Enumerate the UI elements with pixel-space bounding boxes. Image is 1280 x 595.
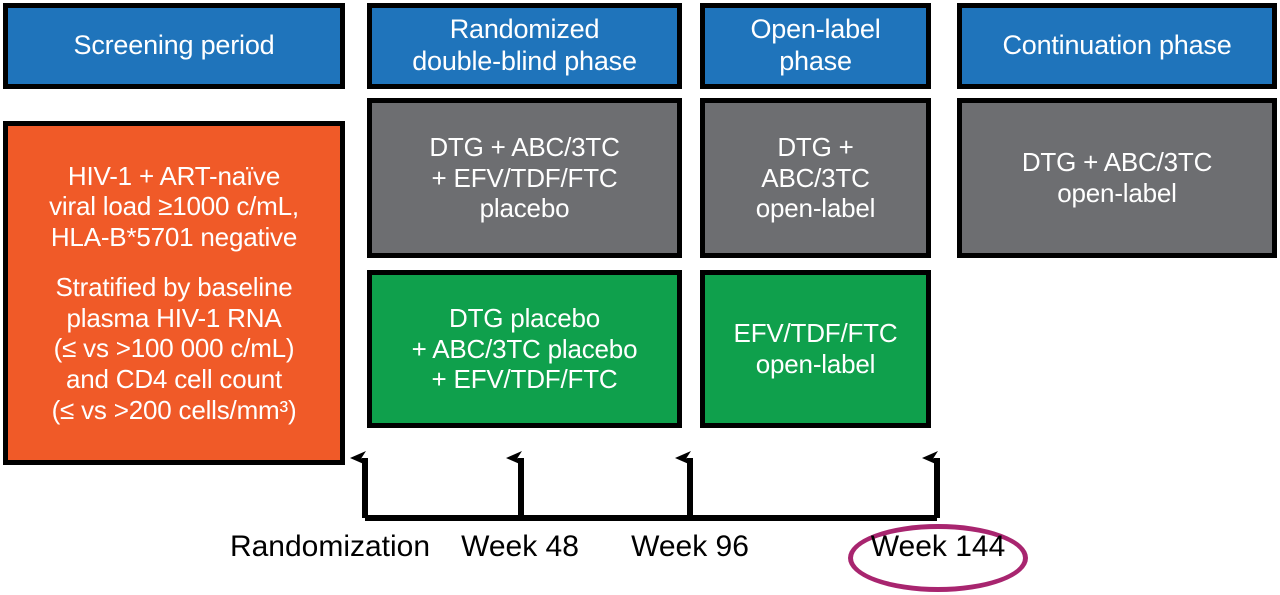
arm-box-efv-double-blind-label: DTG placebo + ABC/3TC placebo + EFV/TDF/… [411,302,638,395]
timeline-label-randomization: Randomization [229,530,431,563]
timeline-tick-labels: Randomization Week 48 Week 96 Week 144 [0,530,1280,590]
arm-box-dtg-continuation-label: DTG + ABC/3TC open-label [1021,147,1213,208]
arm-box-efv-open-label: EFV/TDF/FTC open-label [700,270,931,428]
timeline-label-week-48: Week 48 [461,530,579,563]
phase-banner-randomized-double-blind: Randomized double-blind phase [367,3,682,89]
screening-population-box: HIV-1 + ART-naïve viral load ≥1000 c/mL,… [3,121,345,465]
arm-box-dtg-continuation: DTG + ABC/3TC open-label [957,98,1277,258]
arm-box-dtg-double-blind: DTG + ABC/3TC + EFV/TDF/FTC placebo [367,98,682,258]
phase-banner-continuation-label: Continuation phase [1002,30,1232,61]
phase-banner-randomized-double-blind-label: Randomized double-blind phase [412,14,637,76]
phase-banner-open-label: Open-label phase [700,3,931,89]
timeline-label-week-144: Week 144 [870,530,1006,563]
arm-box-efv-open-label-label: EFV/TDF/FTC open-label [733,318,898,379]
arm-box-dtg-double-blind-label: DTG + ABC/3TC + EFV/TDF/FTC placebo [429,131,620,224]
phase-banner-continuation: Continuation phase [957,3,1277,89]
week-144-highlight-ellipse [848,524,1028,592]
phase-banner-open-label-label: Open-label phase [750,14,881,76]
phase-banner-screening-label: Screening period [73,30,275,61]
screening-stratification-criteria: Stratified by baseline plasma HIV-1 RNA … [51,271,297,425]
phase-banner-screening: Screening period [3,3,345,89]
arm-box-dtg-open-label: DTG + ABC/3TC open-label [700,98,931,258]
arm-box-efv-double-blind: DTG placebo + ABC/3TC placebo + EFV/TDF/… [367,270,682,428]
timeline-label-week-96: Week 96 [631,530,749,563]
arm-box-dtg-open-label-label: DTG + ABC/3TC open-label [755,131,876,224]
screening-eligibility-criteria: HIV-1 + ART-naïve viral load ≥1000 c/mL,… [49,160,299,253]
timeline-axis [350,451,940,521]
